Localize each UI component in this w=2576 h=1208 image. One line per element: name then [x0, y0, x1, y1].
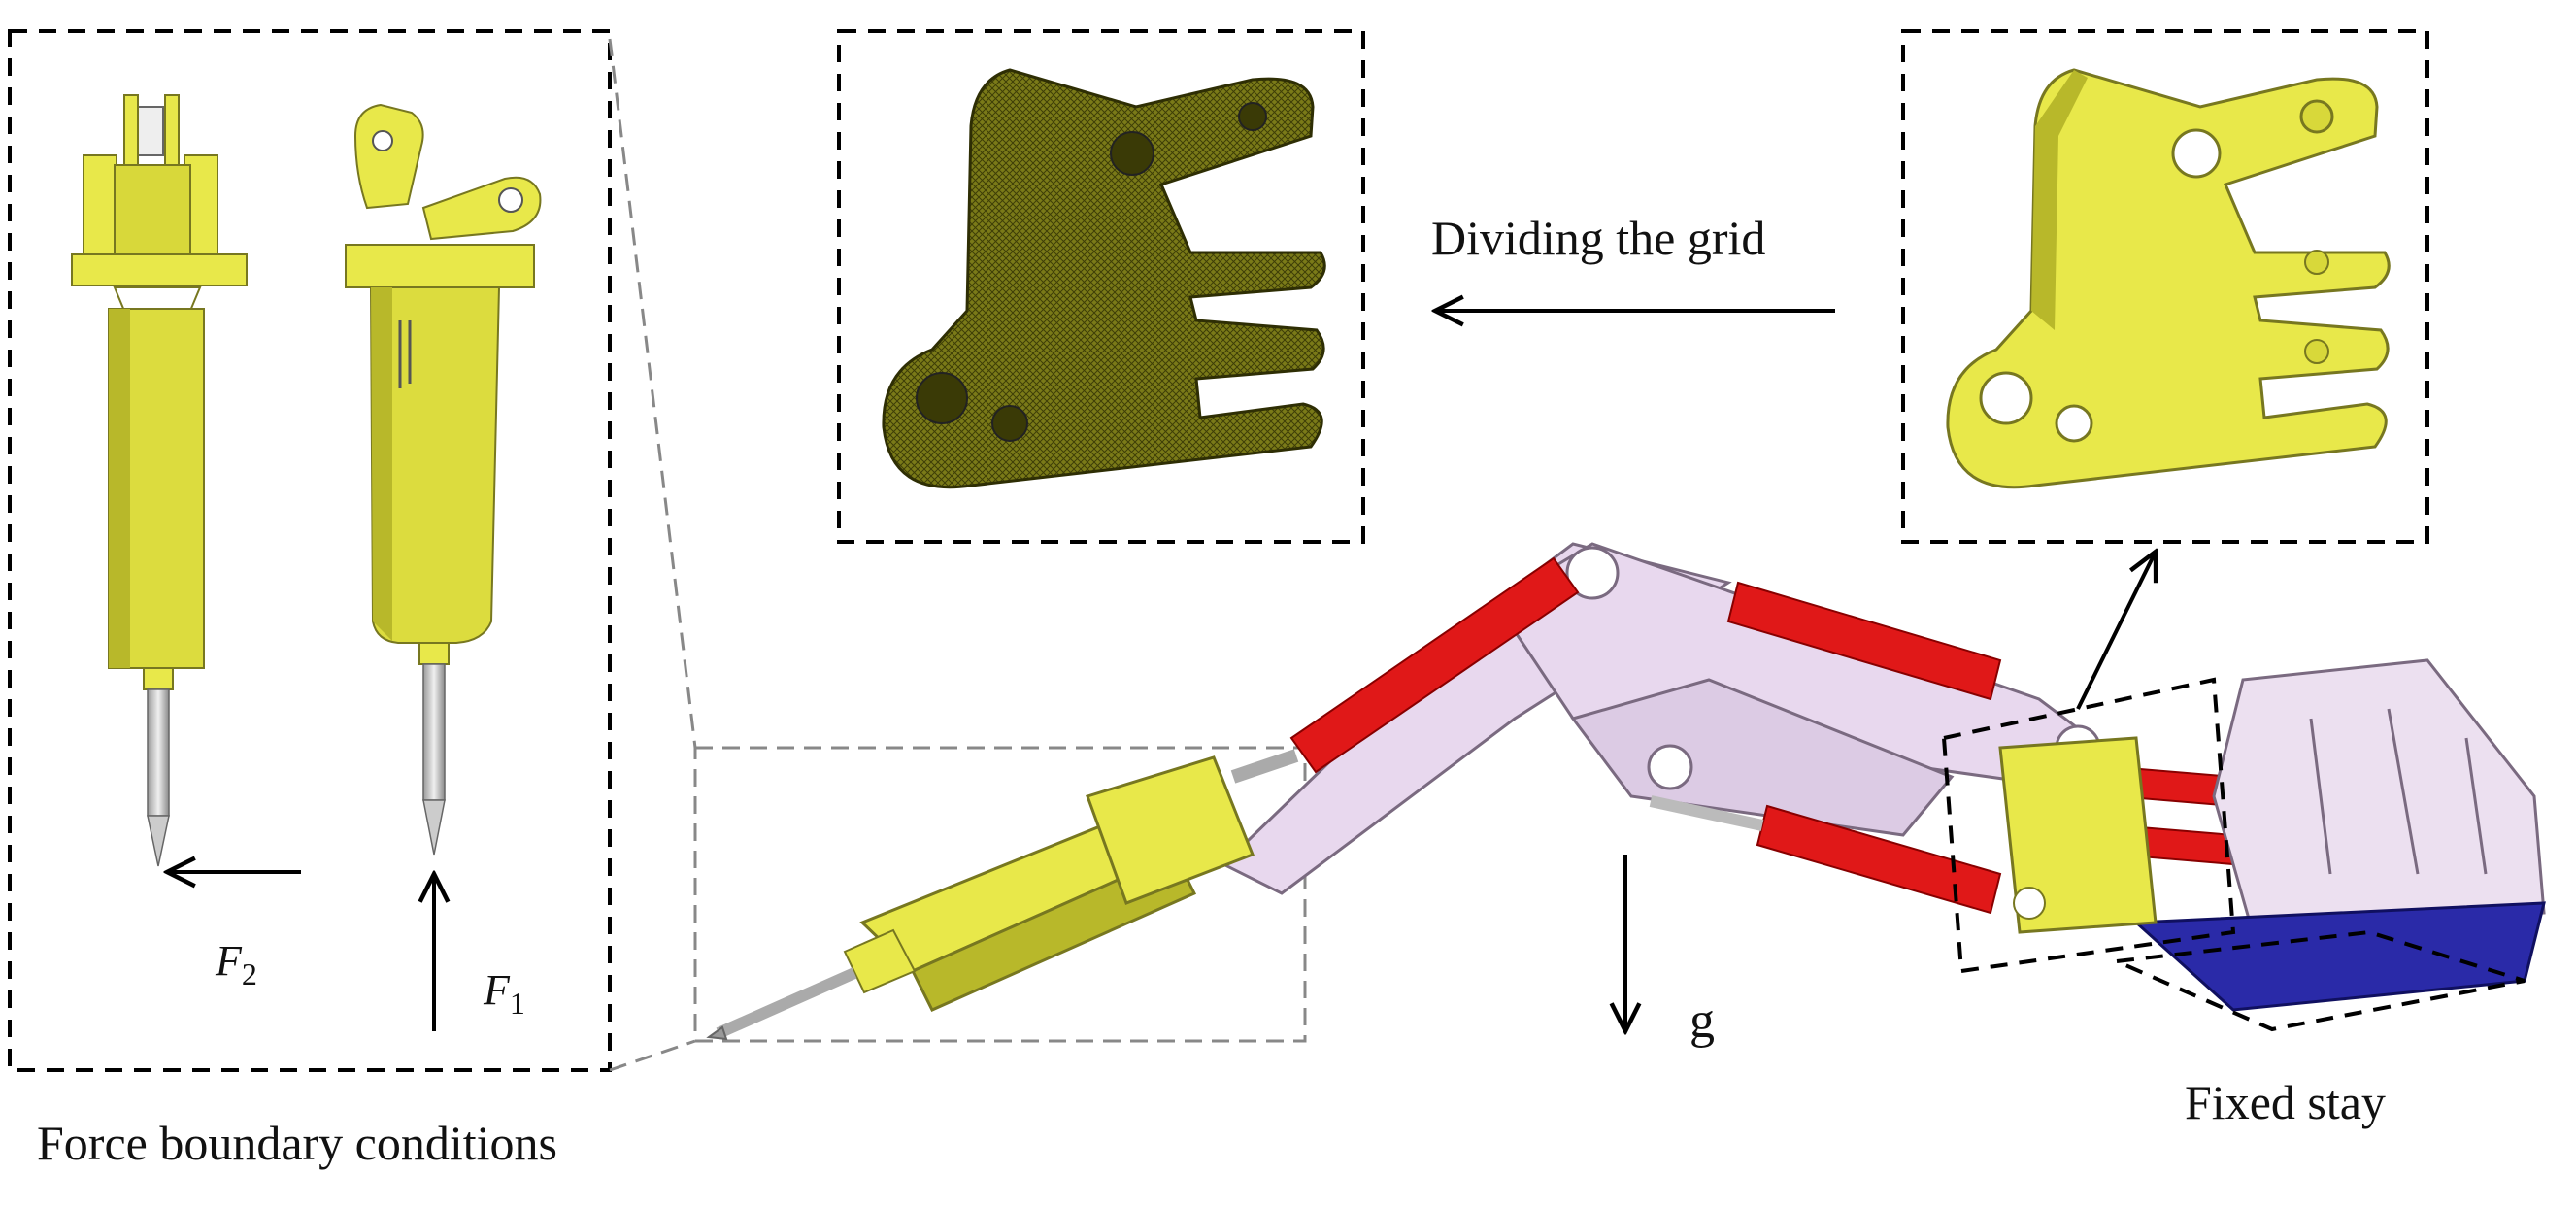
fixed-stay-caption: Fixed stay	[2185, 1075, 2386, 1129]
arm-breaker	[706, 755, 1255, 1041]
meshed-part-frame	[837, 29, 1365, 544]
zoom-line-top	[608, 38, 697, 749]
original-part-frame	[1901, 29, 2429, 544]
meshed-bracket	[882, 68, 1326, 489]
force-f1-label: F1	[483, 966, 525, 1021]
force-boundary-caption: Force boundary conditions	[37, 1116, 557, 1170]
zoom-line-bottom	[609, 1039, 696, 1072]
mount-zoom-box	[1941, 677, 2236, 974]
fixed-stay-box	[2109, 929, 2526, 1032]
breaker-side-view	[345, 103, 542, 856]
gravity-label: g	[1689, 993, 1715, 1049]
force-f2-label: F2	[215, 937, 257, 991]
mount-to-part-arrow	[2076, 552, 2156, 710]
force-boundary-frame	[8, 29, 612, 1072]
dividing-grid-label: Dividing the grid	[1431, 211, 1765, 265]
original-bracket	[1946, 68, 2391, 489]
breaker-front-view	[71, 94, 248, 867]
arm-assembly	[1221, 542, 2546, 1012]
breaker-zoom-box	[693, 746, 1307, 1043]
